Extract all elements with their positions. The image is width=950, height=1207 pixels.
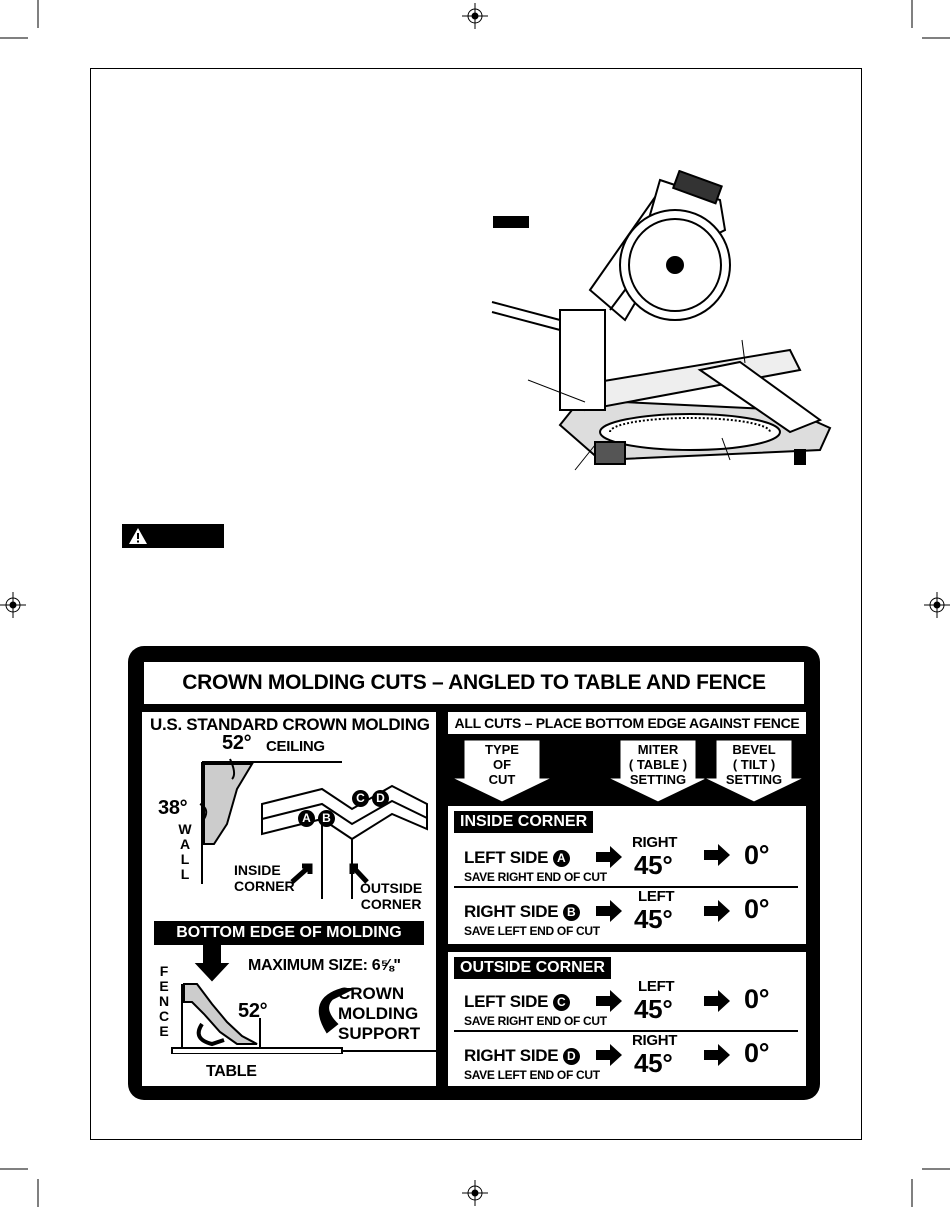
warning-triangle-icon	[129, 528, 147, 544]
outside-corner-card: OUTSIDE CORNER LEFT SIDE C SAVE RIGHT EN…	[448, 952, 806, 1086]
crosshair-registration-icon	[0, 592, 26, 618]
right-arrow-icon	[596, 846, 622, 868]
column-arrows	[451, 739, 805, 803]
fence-diagram	[171, 945, 436, 1054]
row-miter: 45°	[634, 1048, 673, 1078]
row-save: SAVE LEFT END OF CUT	[464, 1068, 600, 1082]
right-arrow-icon	[596, 990, 622, 1012]
row-side: RIGHT SIDE B	[464, 902, 580, 922]
down-arrow-icon	[194, 945, 230, 982]
right-arrow-icon	[596, 1044, 622, 1066]
marker-c: C	[352, 790, 369, 807]
ceiling-label: CEILING	[266, 738, 325, 755]
row-bevel: 0°	[744, 984, 770, 1014]
row-miter: 45°	[634, 850, 673, 880]
table-label: TABLE	[206, 1063, 257, 1080]
miter-saw-illustration	[491, 170, 832, 471]
right-arrow-icon	[704, 844, 730, 866]
marker-a: A	[298, 810, 315, 827]
row-divider	[454, 1030, 798, 1032]
section-title: INSIDE CORNER	[454, 811, 594, 833]
chart-title: CROWN MOLDING CUTS – ANGLED TO TABLE AND…	[144, 662, 804, 704]
figure-label-box	[493, 216, 529, 228]
bottom-edge-banner: BOTTOM EDGE OF MOLDING	[154, 921, 424, 945]
col-miter-setting: MITER( TABLE )SETTING	[628, 742, 688, 787]
row-dir: RIGHT	[632, 834, 678, 851]
right-arrow-icon	[704, 1044, 730, 1066]
left-heading: U.S. STANDARD CROWN MOLDING	[150, 715, 430, 734]
inside-corner-card: INSIDE CORNER LEFT SIDE A SAVE RIGHT END…	[448, 806, 806, 944]
crosshair-registration-icon	[462, 3, 488, 29]
row-dir: LEFT	[638, 888, 675, 905]
ceiling-angle: 52°	[222, 732, 252, 754]
right-arrow-icon	[704, 990, 730, 1012]
col-bevel-setting: BEVEL( TILT )SETTING	[725, 742, 783, 787]
row-dir: LEFT	[638, 978, 675, 995]
row-side: RIGHT SIDE D	[464, 1046, 580, 1066]
row-dir: RIGHT	[632, 1032, 678, 1049]
marker-d: D	[562, 1048, 580, 1066]
crosshair-registration-icon	[462, 1180, 488, 1206]
section-title: OUTSIDE CORNER	[454, 957, 611, 979]
row-divider	[454, 886, 798, 888]
marker-a: A	[552, 850, 570, 868]
row-save: SAVE RIGHT END OF CUT	[464, 1014, 607, 1028]
molding-diagram	[199, 758, 428, 899]
marker-d: D	[372, 790, 389, 807]
right-arrow-icon	[596, 900, 622, 922]
row-bevel: 0°	[744, 894, 770, 924]
curved-arrow-icon	[318, 988, 353, 1034]
crosshair-registration-icon	[924, 592, 950, 618]
row-miter: 45°	[634, 994, 673, 1024]
row-miter: 45°	[634, 904, 673, 934]
wall-angle: 38°	[158, 797, 188, 819]
row-side: LEFT SIDE A	[464, 848, 570, 868]
marker-b: B	[562, 904, 580, 922]
row-save: SAVE RIGHT END OF CUT	[464, 870, 607, 884]
crown-molding-chart: CROWN MOLDING CUTS – ANGLED TO TABLE AND…	[128, 646, 820, 1100]
page-frame	[90, 68, 862, 1140]
molding-diagram-panel: U.S. STANDARD CROWN MOLDING	[142, 712, 436, 1086]
right-arrow-icon	[704, 900, 730, 922]
row-bevel: 0°	[744, 1038, 770, 1068]
row-save: SAVE LEFT END OF CUT	[464, 924, 600, 938]
marker-b: B	[318, 810, 335, 827]
fence-angle: 52°	[238, 1000, 268, 1022]
warning-label	[122, 524, 224, 548]
right-heading: ALL CUTS – PLACE BOTTOM EDGE AGAINST FEN…	[448, 712, 806, 734]
row-bevel: 0°	[744, 840, 770, 870]
row-side: LEFT SIDE C	[464, 992, 570, 1012]
max-size: MAXIMUM SIZE: 6⅝"	[248, 957, 401, 974]
marker-c: C	[552, 994, 570, 1012]
